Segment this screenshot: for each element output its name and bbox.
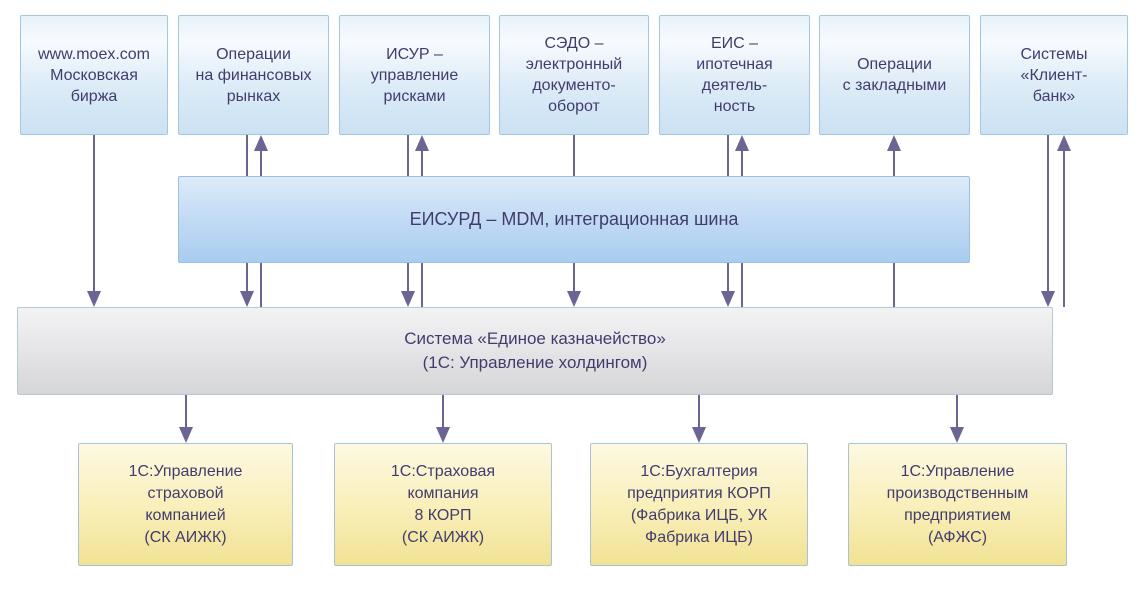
arrow-line-clientbank-up (1063, 150, 1065, 307)
box-eisurd-integration-bus: ЕИСУРД – MDM, интеграционная шина (178, 176, 970, 263)
arrow-line-moex-down (93, 135, 95, 293)
arrowhead-down-1c-insurance-8korp-icon (436, 427, 450, 443)
box-1c-insurance-mgmt: 1С:Управление страховой компанией (СК АИ… (78, 443, 293, 566)
box-sedo-edm: СЭДО – электронный документо- оборот (499, 15, 649, 135)
arrowhead-up-pledge-icon (887, 135, 901, 151)
arrow-line-finmkt-down-upper (246, 135, 248, 176)
arrow-line-treasury-to-1c-insurance-mgmt (185, 395, 187, 429)
box-eis-mortgage: ЕИС – ипотечная деятель- ность (659, 15, 810, 135)
box-pledge-operations: Операции с закладными (819, 15, 970, 135)
arrow-line-isur-down-lower (407, 263, 409, 293)
arrow-line-finmkt-up-lower (260, 263, 262, 307)
arrowhead-down-finmkt-icon (240, 291, 254, 307)
arrowhead-down-moex-icon (87, 291, 101, 307)
arrow-line-pledge-up-lower (893, 263, 895, 307)
arrow-line-sedo-down-lower (573, 263, 575, 293)
box-1c-production-mgmt: 1С:Управление производственным предприят… (848, 443, 1067, 566)
arrow-line-eis-down-lower (727, 263, 729, 293)
arrowhead-down-clientbank-icon (1041, 291, 1055, 307)
box-1c-insurance-8korp: 1С:Страховая компания 8 КОРП (СК АИЖК) (334, 443, 552, 566)
arrowhead-up-eis-icon (735, 135, 749, 151)
arrowhead-up-isur-icon (415, 135, 429, 151)
arrow-line-treasury-to-1c-insurance-8korp (442, 395, 444, 429)
arrowhead-down-sedo-icon (567, 291, 581, 307)
arrow-line-isur-up-lower (421, 263, 423, 307)
arrow-line-eis-down-upper (727, 135, 729, 176)
arrow-line-isur-down-upper (407, 135, 409, 176)
arrow-line-eis-up-upper (741, 150, 743, 176)
arrowhead-down-isur-icon (401, 291, 415, 307)
box-1c-accounting-korp: 1С:Бухгалтерия предприятия КОРП (Фабрика… (590, 443, 808, 566)
arrow-line-finmkt-down-lower (246, 263, 248, 293)
arrow-line-treasury-to-1c-production-mgmt (956, 395, 958, 429)
arrow-line-isur-up-upper (421, 150, 423, 176)
arrowhead-up-finmkt-icon (254, 135, 268, 151)
box-client-bank: Системы «Клиент- банк» (980, 15, 1128, 135)
arrow-line-clientbank-down (1047, 135, 1049, 293)
arrowhead-down-eis-icon (721, 291, 735, 307)
box-unified-treasury: Система «Единое казначейство» (1С: Управ… (17, 307, 1053, 395)
box-isur-risk: ИСУР – управление рисками (339, 15, 490, 135)
arrow-line-sedo-down-upper (573, 135, 575, 176)
box-financial-markets: Операции на финансовых рынках (178, 15, 329, 135)
arrowhead-down-1c-production-mgmt-icon (950, 427, 964, 443)
box-moex: www.moex.com Московская биржа (20, 15, 168, 135)
arrow-line-finmkt-up-upper (260, 150, 262, 176)
arrow-line-eis-up-lower (741, 263, 743, 307)
arrowhead-up-clientbank-icon (1057, 135, 1071, 151)
arrow-line-treasury-to-1c-accounting-korp (698, 395, 700, 429)
arrow-line-pledge-up-upper (893, 150, 895, 176)
arrowhead-down-1c-accounting-korp-icon (692, 427, 706, 443)
arrowhead-down-1c-insurance-mgmt-icon (179, 427, 193, 443)
